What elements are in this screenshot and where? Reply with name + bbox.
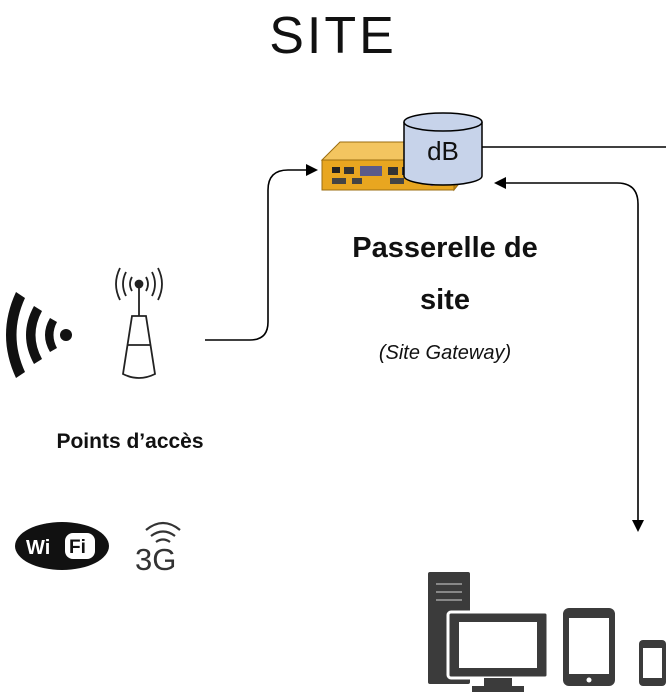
svg-text:Wi: Wi [26,537,50,559]
database-icon [403,112,483,186]
monitor-icon [446,610,550,692]
svg-text:Fi: Fi [69,537,86,558]
tablet-icon [563,608,615,686]
gateway-subtitle: (Site Gateway) [378,342,512,364]
svg-text:3G: 3G [135,542,176,577]
access-points-label: Points d’accès [56,430,204,453]
database-label: dB [427,136,459,166]
3g-logo-icon: 3G [135,521,181,577]
gateway-title: Passerelle de site [300,222,590,326]
access-point-antenna-icon [115,267,163,379]
phone-icon [639,640,666,686]
ap-to-gateway-arrow [205,164,318,341]
diagram-title: SITE [269,7,397,65]
gateway-title-line1: Passerelle de [352,232,538,264]
gateway-devices-link [494,177,644,532]
wifi-logo-icon: Wi Fi [15,522,109,570]
wifi-signal-icon [6,292,72,378]
gateway-title-line2: site [420,284,470,316]
